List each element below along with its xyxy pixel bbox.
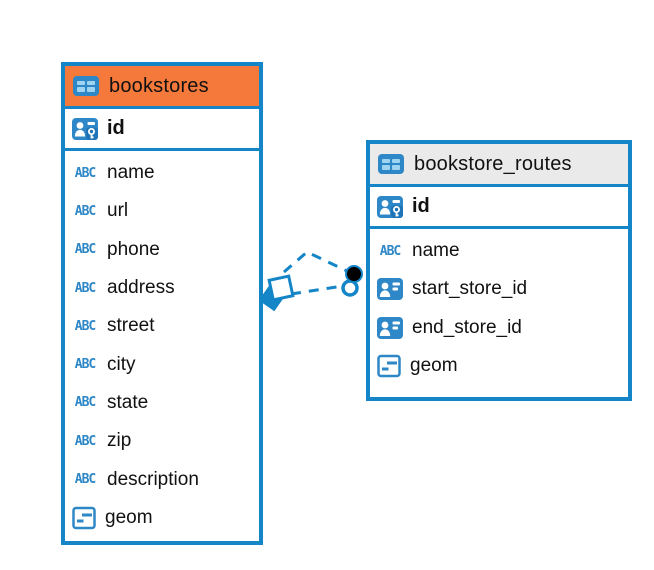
text-type-icon: ABC (74, 318, 96, 334)
column-row[interactable]: ABC city (65, 345, 259, 383)
text-type-icon: ABC (379, 243, 401, 259)
geometry-type-icon (72, 506, 96, 530)
column-name: description (107, 468, 199, 490)
column-row[interactable]: ABC url (65, 192, 259, 230)
column-name: geom (410, 355, 458, 377)
many-end-marker[interactable] (258, 274, 295, 312)
column-row[interactable]: ABC zip (65, 422, 259, 460)
text-type-icon: ABC (74, 357, 96, 373)
column-name: geom (105, 506, 153, 528)
bookstore-routes-columns: ABC name start_store_id (370, 229, 628, 385)
table-icon (73, 76, 99, 96)
column-row[interactable]: geom (65, 499, 259, 537)
column-row[interactable]: end_store_id (370, 309, 628, 347)
column-name: id (412, 195, 430, 217)
column-name: phone (107, 238, 160, 260)
text-type-icon: ABC (74, 395, 96, 411)
text-type-icon: ABC (74, 165, 96, 181)
column-row[interactable]: geom (370, 347, 628, 385)
text-type-icon: ABC (74, 280, 96, 296)
column-name: zip (107, 430, 132, 452)
column-row[interactable]: ABC phone (65, 231, 259, 269)
primary-key-icon (72, 117, 98, 140)
primary-key-icon (377, 195, 403, 218)
foreign-key-icon (377, 278, 403, 301)
foreign-key-icon (377, 316, 403, 339)
table-bookstores[interactable]: bookstores id ABC name ABC url (61, 62, 263, 545)
column-row[interactable]: ABC street (65, 307, 259, 345)
table-icon (378, 154, 404, 174)
column-row[interactable]: start_store_id (370, 270, 628, 308)
text-type-icon: ABC (74, 433, 96, 449)
one-end-marker[interactable] (341, 265, 363, 297)
column-name: name (107, 162, 155, 184)
column-name: start_store_id (412, 278, 528, 300)
geometry-type-icon (377, 354, 401, 378)
column-name: address (107, 277, 175, 299)
column-row[interactable]: ABC description (65, 460, 259, 498)
column-name: id (107, 117, 125, 139)
relation-line-lower[interactable] (290, 284, 344, 296)
column-row[interactable]: ABC state (65, 384, 259, 422)
column-name: end_store_id (412, 316, 522, 338)
column-name: state (107, 391, 149, 413)
column-row-id[interactable]: id (65, 109, 259, 151)
column-row-id[interactable]: id (370, 187, 628, 229)
column-name: city (107, 353, 136, 375)
text-type-icon: ABC (74, 203, 96, 219)
relation-line-upper[interactable] (283, 250, 348, 274)
column-name: url (107, 200, 129, 222)
column-row[interactable]: ABC name (370, 232, 628, 270)
column-row[interactable]: ABC name (65, 154, 259, 192)
bookstore-routes-header[interactable]: bookstore_routes (370, 144, 628, 187)
table-bookstore-routes[interactable]: bookstore_routes id ABC name (366, 140, 632, 401)
bookstores-columns: ABC name ABC url ABC phone ABC address A… (65, 151, 259, 537)
text-type-icon: ABC (74, 242, 96, 258)
text-type-icon: ABC (74, 472, 96, 488)
table-title: bookstore_routes (414, 152, 572, 175)
column-row[interactable]: ABC address (65, 269, 259, 307)
column-name: name (412, 240, 460, 262)
bookstores-header[interactable]: bookstores (65, 66, 259, 109)
column-name: street (107, 315, 155, 337)
table-title: bookstores (109, 74, 209, 97)
